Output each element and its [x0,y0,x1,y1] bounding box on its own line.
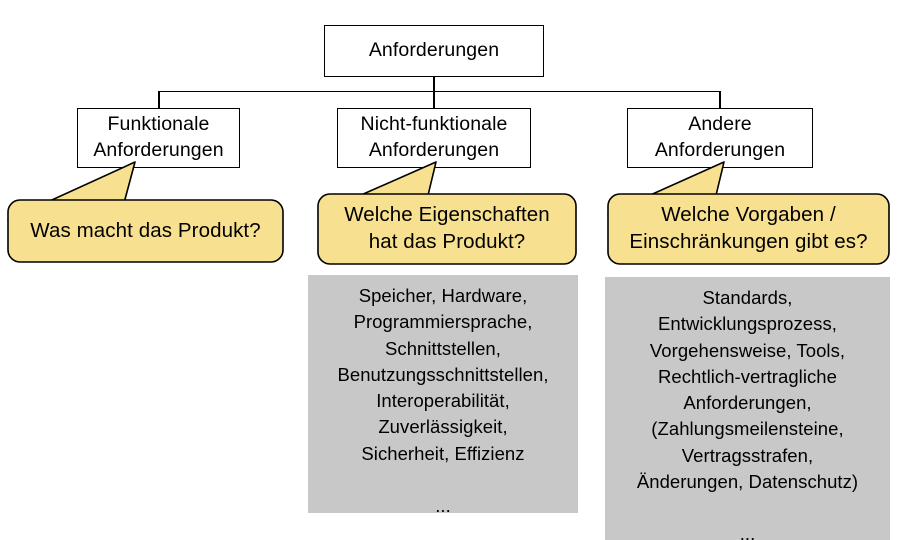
details-nicht-funktionale-anforderungen: Speicher, Hardware, Programmiersprache, … [308,275,578,516]
callout-andere-shape [607,161,890,265]
node-andere-anforderungen-label: Andere Anforderungen [654,113,786,161]
node-nicht-funktionale-anforderungen[interactable]: Nicht-funktionale Anforderungen [337,108,531,168]
callout-nicht-funktionale-shape [317,161,577,265]
node-nicht-funktionale-anforderungen-label: Nicht-funktionale Anforderungen [360,113,508,161]
callout-funktionale-anforderungen[interactable]: Was macht das Produkt? [0,158,292,268]
callout-funktionale-body [7,199,284,263]
node-funktionale-anforderungen-label: Funktionale Anforderungen [93,113,224,161]
node-anforderungen-label: Anforderungen [368,39,500,62]
callout-nicht-funktionale-text: Welche Eigenschaften hat das Produkt? [344,203,550,253]
connector-down-funktionale [158,90,160,109]
connector-root-down [433,77,435,91]
callout-nicht-funktionale-body [317,193,577,265]
callout-andere-text: Welche Vorgaben / Einschränkungen gibt e… [629,203,868,253]
callout-funktionale-shape [7,161,284,263]
node-anforderungen[interactable]: Anforderungen [324,25,544,77]
callout-andere-body [607,193,890,265]
node-andere-anforderungen[interactable]: Andere Anforderungen [627,108,813,168]
callout-andere-anforderungen[interactable]: Welche Vorgaben / Einschränkungen gibt e… [600,158,896,268]
node-funktionale-anforderungen[interactable]: Funktionale Anforderungen [77,108,240,168]
connector-down-nicht-funktionale [433,90,435,109]
callout-nicht-funktionale-anforderungen[interactable]: Welche Eigenschaften hat das Produkt? [308,158,583,268]
connector-horizontal-bus [158,90,720,93]
details-andere-anforderungen: Standards, Entwicklungsprozess, Vorgehen… [605,277,890,540]
connector-down-andere [719,90,721,109]
callout-funktionale-text: Was macht das Produkt? [30,218,261,242]
